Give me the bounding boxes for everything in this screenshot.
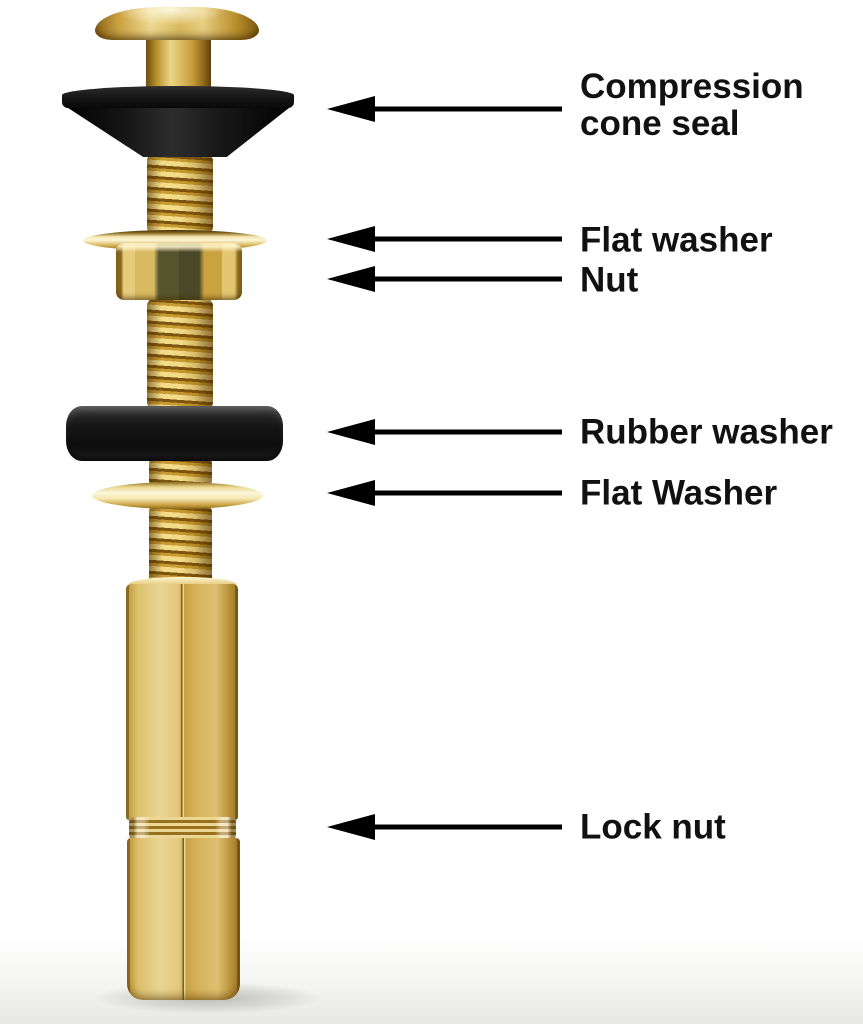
label-rubber-washer: Rubber washer (580, 412, 833, 452)
label-lock-nut: Lock nut (580, 807, 726, 847)
threaded-rod-lower (149, 504, 212, 586)
arrow-line (365, 276, 562, 282)
hex-body-upper (126, 584, 238, 820)
bolt-head-dome (95, 7, 259, 40)
flat-washer-lower-graphic (92, 482, 263, 509)
lock-nut-graphic (127, 838, 240, 1000)
arrow-flat-washer-upper (327, 226, 562, 252)
arrow-flat-washer-lower (327, 480, 562, 506)
arrow-line (365, 429, 562, 435)
nut-graphic (116, 243, 242, 300)
threaded-rod-upper (147, 153, 213, 235)
arrow-line (365, 824, 562, 830)
arrow-line (365, 490, 562, 496)
arrow-compression-cone-seal (327, 96, 562, 122)
arrow-line (365, 236, 562, 242)
hex-body-thread-groove (129, 817, 236, 840)
rubber-washer-graphic (66, 406, 283, 461)
arrow-line (365, 106, 562, 112)
label-compression-cone-seal: Compression cone seal (580, 67, 804, 143)
arrow-rubber-washer (327, 419, 562, 445)
compression-cone-seal-rim (62, 86, 294, 108)
threaded-rod-middle (147, 298, 213, 410)
label-flat-washer-upper: Flat washer (580, 220, 773, 260)
arrow-nut (327, 266, 562, 292)
label-flat-washer-lower: Flat Washer (580, 473, 778, 513)
label-nut: Nut (580, 260, 639, 300)
arrow-lock-nut (327, 814, 562, 840)
compression-cone-seal-cone (62, 104, 294, 157)
bolt-head-neck (146, 36, 211, 92)
